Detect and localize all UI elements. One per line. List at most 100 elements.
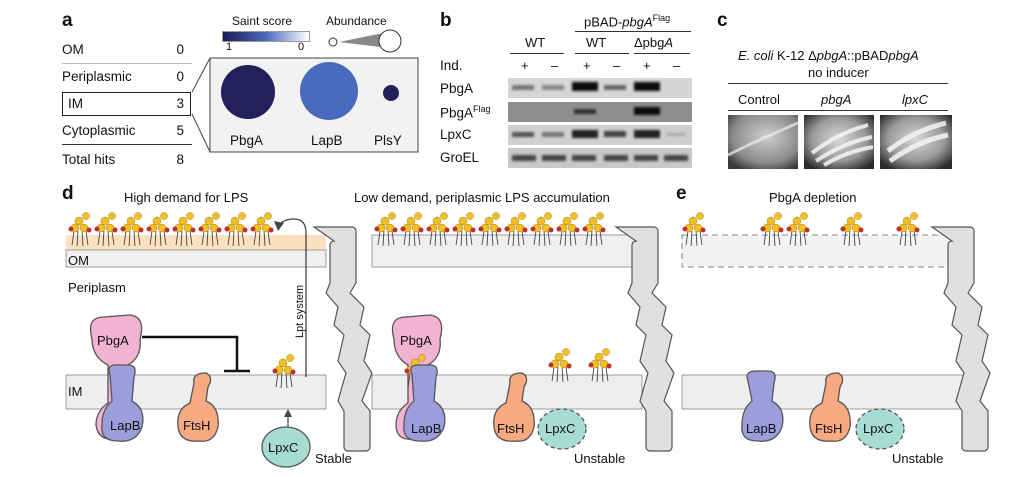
lpxc-protein-left — [261, 426, 311, 468]
table-row: OM 0 — [62, 42, 192, 57]
label-pbga-mid: PbgA — [400, 333, 432, 348]
label-ftsh-e: FtsH — [815, 421, 843, 436]
table-row: Periplasmic 0 — [62, 69, 192, 84]
lpxc-protein-e — [855, 408, 905, 450]
label-ftsh-mid: FtsH — [497, 421, 525, 436]
label-lpxc-e: LpxC — [863, 421, 894, 436]
label-periplasm: Periplasm — [68, 280, 126, 295]
saint-min-label: 1 — [226, 41, 233, 53]
label-stable: Stable — [315, 451, 352, 466]
ind-sign: – — [673, 58, 681, 73]
table-row: Total hits 8 — [62, 152, 192, 167]
table-row: Cytoplasmic 5 — [62, 123, 192, 138]
ind-sign: + — [583, 58, 591, 73]
construct-label: pBAD-pbgAFlag — [584, 13, 670, 29]
abundance-legend-icon — [328, 29, 402, 53]
divider — [575, 31, 691, 32]
bubble-label-pbga: PbgA — [230, 133, 264, 148]
panel-label-b: b — [440, 10, 452, 31]
label-unstable-mid: Unstable — [574, 451, 626, 466]
row-value: 0 — [176, 42, 184, 57]
bubble-plsy — [383, 85, 399, 101]
divider — [728, 83, 948, 84]
ftsh-protein-left — [177, 372, 219, 442]
row-value: 5 — [176, 123, 184, 138]
divider — [62, 63, 192, 64]
divider — [510, 53, 564, 54]
saint-score-title: Saint score — [232, 14, 293, 28]
lapb-protein-mid — [403, 364, 446, 442]
bubbles — [221, 62, 399, 120]
membrane-diagram — [65, 212, 991, 468]
construct-gene: pbgA — [622, 14, 653, 30]
divider — [62, 144, 192, 145]
ftsh-protein-e — [809, 372, 851, 442]
label-lpxc-left: LpxC — [268, 440, 299, 455]
blot-label-pbgaflag: PbgAFlag — [440, 104, 491, 121]
d-left-title: High demand for LPS — [124, 190, 249, 205]
plate-label-pbga: pbgA — [821, 92, 852, 107]
bubble-pbga — [221, 65, 275, 119]
label-pbga-left: PbgA — [97, 333, 129, 348]
bubble-label-lapb: LapB — [311, 133, 343, 148]
blot-label-pbga: PbgA — [440, 81, 474, 96]
group-wt: WT — [525, 35, 546, 50]
plate-photos — [728, 115, 952, 169]
d-right-title: Low demand, periplasmic LPS accumulation — [354, 190, 610, 205]
panel-c-title: E. coli K-12 ΔpbgA::pBADpbgA — [738, 48, 919, 63]
divider — [575, 53, 629, 54]
label-lpxc-mid: LpxC — [545, 421, 576, 436]
western-blot — [508, 78, 692, 168]
divider — [728, 110, 948, 111]
saint-max-label: 0 — [298, 41, 305, 53]
group-dpbga: ΔpbgA — [634, 35, 674, 50]
row-label: Cytoplasmic — [62, 123, 136, 138]
row-value: 0 — [176, 69, 184, 84]
row-label: Periplasmic — [62, 69, 132, 84]
ftsh-protein-mid — [493, 372, 535, 442]
panel-label-a: a — [62, 10, 73, 31]
plate-label-lpxc: lpxC — [902, 92, 929, 107]
om-band-e — [681, 234, 973, 268]
lapb-protein-left — [101, 364, 144, 442]
e-title: PbgA depletion — [769, 190, 857, 205]
label-lapb-e: LapB — [746, 421, 777, 436]
label-im: IM — [68, 384, 83, 399]
arrowhead-icon — [274, 221, 284, 231]
saint-score-gradient — [222, 31, 310, 42]
divider — [634, 53, 690, 54]
ind-sign: + — [643, 58, 651, 73]
bubble-lapb — [300, 62, 358, 120]
row-label: OM — [62, 42, 84, 57]
abundance-title: Abundance — [326, 14, 387, 28]
group-wt2: WT — [586, 35, 607, 50]
lpxc-protein-mid — [537, 408, 587, 450]
blot-label-lpxc: LpxC — [440, 127, 472, 142]
plate-control — [728, 115, 798, 169]
label-om: OM — [68, 253, 89, 268]
row-value: 8 — [176, 152, 184, 167]
om-inner-left — [65, 249, 327, 268]
label-unstable-e: Unstable — [892, 451, 944, 466]
row-label: Total hits — [62, 152, 116, 167]
panel-label-d: d — [62, 183, 74, 204]
im-highlight-box — [62, 92, 191, 116]
row-value: 3 — [176, 96, 184, 111]
plate-pbga — [804, 115, 874, 169]
label-lapb-left: LapB — [110, 418, 141, 433]
arrowhead-icon — [284, 409, 292, 417]
plate-label-control: Control — [738, 92, 780, 107]
lapb-protein-e — [741, 370, 784, 442]
ind-sign: – — [613, 58, 621, 73]
label-lpt-system: Lpt system — [294, 284, 306, 338]
construct-sup: Flag — [652, 13, 671, 23]
panel-c-subtitle: no inducer — [808, 65, 869, 80]
om-band-left — [66, 235, 326, 250]
bubble-label-plsy: PlsY — [374, 133, 402, 148]
row-label: IM — [68, 96, 83, 111]
ind-sign: – — [551, 58, 559, 73]
panel-label-c: c — [717, 10, 728, 31]
label-ftsh-left: FtsH — [183, 418, 211, 433]
panel-label-e: e — [676, 183, 687, 204]
ind-label: Ind. — [440, 58, 463, 73]
